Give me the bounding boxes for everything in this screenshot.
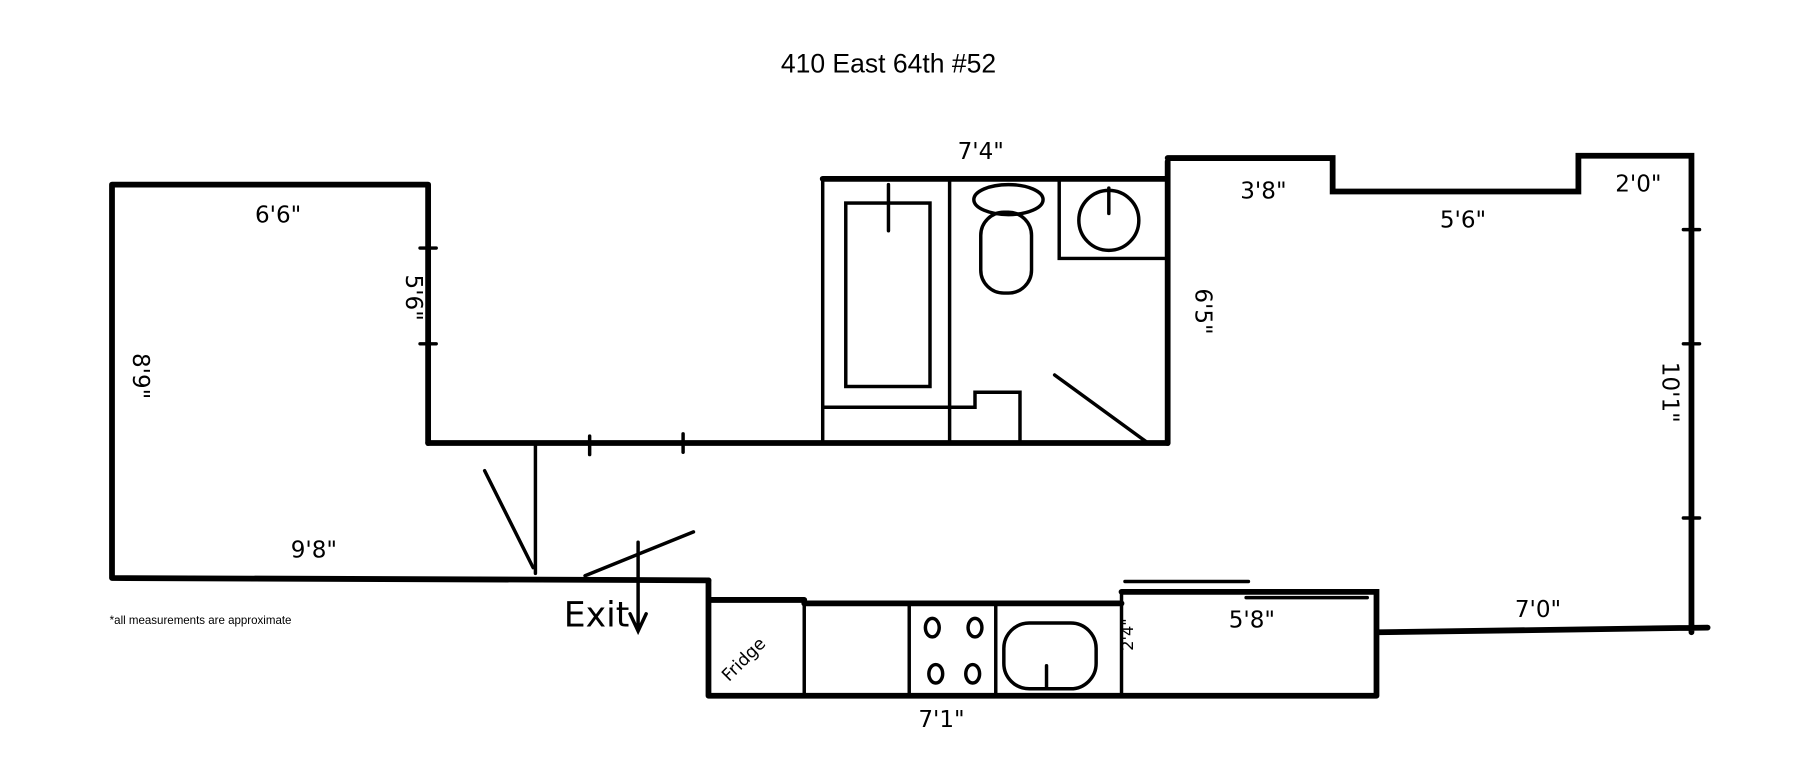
dim-counter-depth: 2'4" [1118,618,1137,650]
dim-living-right: 10'1" [1657,362,1683,423]
bathroom [819,158,1171,446]
fridge-label: Fridge [718,634,770,686]
living-room-walls [1164,152,1711,636]
bedroom-walls [109,181,712,584]
stove-burner [923,616,941,639]
stove-burner [964,662,982,685]
dim-bedroom-left: 8'9" [127,353,153,399]
exit-arrow-icon [628,540,648,636]
dim-bedroom-bottom: 9'8" [291,537,337,563]
dim-bath-top: 7'4" [958,139,1004,165]
dim-kitchen: 7'1" [918,707,964,733]
entry-door [583,530,696,636]
bathroom-door-swing [1052,373,1150,445]
stove-burner [927,662,945,685]
corridor-wall [425,432,1171,457]
dim-counter: 5'8" [1229,608,1275,634]
dim-bedroom-top: 6'6" [255,203,301,229]
bedroom-door-swing [482,468,535,570]
kitchen [705,577,1380,699]
measurement-note: *all measurements are approximate [110,615,292,627]
dim-bedroom-right: 5'6" [400,275,426,321]
dim-living-top-left: 3'8" [1240,178,1286,204]
kitchen-sink [1002,621,1098,691]
stove-burner [966,616,984,639]
dim-living-top-mid: 5'6" [1440,207,1486,233]
dim-living-top-right: 2'0" [1615,172,1661,198]
toilet-tank [972,182,1045,217]
toilet-bowl [979,210,1034,295]
plan-title: 410 East 64th #52 [781,49,996,79]
dim-bath-right: 6'5" [1189,288,1215,334]
dim-living-bottom: 7'0" [1515,597,1561,623]
exit-label: Exit [564,595,630,635]
